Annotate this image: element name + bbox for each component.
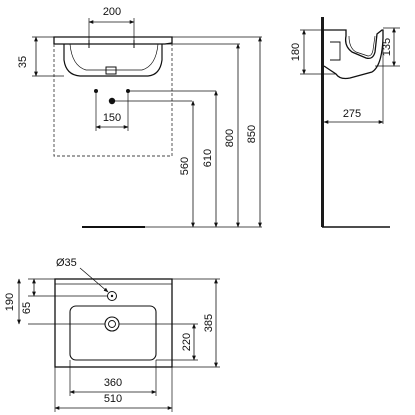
dim-65-label: 65 [21, 302, 33, 314]
side-view [300, 17, 400, 228]
basin-side-trap [330, 41, 341, 61]
dim-rim-height: 35 [17, 36, 64, 77]
dim-560: 560 [179, 100, 195, 228]
basin-bowl-outline [63, 44, 163, 77]
waste-plan-inner [108, 320, 116, 328]
dim-tap-holes-label: 200 [103, 6, 121, 18]
dim-385: 385 [203, 278, 218, 368]
dim-180: 180 [290, 29, 306, 75]
dim-275: 275 [323, 108, 384, 124]
basin-plan-outline [54, 278, 173, 368]
dim-wall-holes-label: 150 [103, 112, 121, 124]
basin-side-inner [348, 35, 376, 57]
dim-190-label: 190 [4, 293, 16, 311]
dim-360-label: 360 [104, 377, 122, 389]
wall-section [321, 17, 324, 227]
dim-385-label: 385 [203, 314, 215, 332]
dim-wall-holes: 150 [95, 93, 129, 131]
dim-190: 190 [4, 278, 21, 325]
dim-220-label: 220 [181, 333, 193, 351]
tap-hole-marks [87, 40, 136, 48]
plan-view [28, 267, 220, 412]
dim-135: 135 [381, 27, 396, 67]
wall-hole-left [94, 89, 98, 93]
basin-rim [53, 36, 173, 45]
dim-510-label: 510 [104, 393, 122, 405]
dim-510: 510 [54, 393, 173, 410]
dim-135-label: 135 [381, 38, 393, 56]
dim-tap-holes: 200 [88, 6, 135, 40]
dim-tap-hole-diameter-label: Ø35 [56, 257, 77, 269]
dim-360: 360 [69, 377, 157, 394]
dim-275-label: 275 [343, 108, 361, 120]
dim-220: 220 [181, 323, 196, 361]
dim-65: 65 [21, 278, 36, 314]
dim-850-label: 850 [246, 125, 258, 143]
front-view [53, 36, 262, 228]
dim-610-label: 610 [202, 149, 214, 167]
dim-180-label: 180 [290, 43, 302, 61]
dim-800: 800 [224, 43, 240, 228]
bowl-plan-outline [69, 305, 157, 361]
waste-outlet [105, 66, 117, 75]
dim-610: 610 [202, 90, 218, 228]
dim-800-label: 800 [224, 129, 236, 147]
waste-plan-outer [104, 316, 120, 332]
dim-560-label: 560 [179, 157, 191, 175]
dim-tap-hole-diameter: Ø35 [56, 257, 77, 269]
cabinet-dashed-outline [53, 44, 173, 157]
dim-rim-height-label: 35 [17, 56, 29, 68]
basin-side-profile [323, 29, 384, 80]
dim-850: 850 [246, 36, 262, 228]
basin-inner-line [69, 43, 159, 71]
